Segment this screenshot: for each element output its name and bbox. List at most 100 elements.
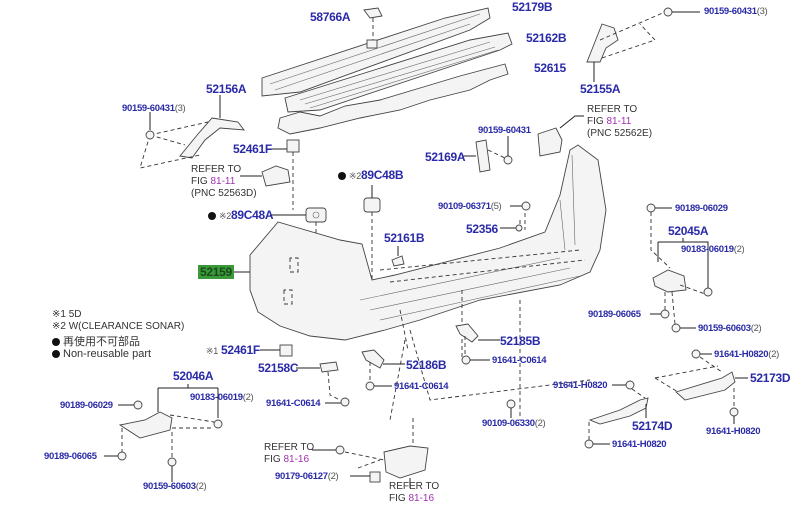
label-52461f-bottom[interactable]: ※1 52461F [206, 343, 260, 357]
part-number: 91641-H0820 [714, 349, 769, 360]
pnc-line: (PNC 52563D) [191, 188, 257, 199]
label-91641-c0614-c[interactable]: 91641-C0614 [266, 398, 321, 409]
label-90159-60431-mid[interactable]: 90159-60431 [478, 125, 531, 136]
label-90189-06065-left[interactable]: 90189-06065 [44, 451, 97, 462]
label-52156a[interactable]: 52156A [206, 82, 247, 96]
fig-line[interactable]: FIG 81-11 [191, 176, 257, 188]
label-52173d[interactable]: 52173D [750, 371, 791, 385]
part-52046a[interactable] [104, 384, 223, 482]
label-58766a[interactable]: 58766A [310, 10, 351, 24]
part-sensor-bracket-right[interactable] [537, 115, 584, 157]
part-number: 52461F [221, 343, 260, 357]
note-mark: ※2 [219, 211, 231, 221]
part-number: 90159-60603 [698, 323, 751, 334]
label-52356[interactable]: 52356 [466, 222, 498, 236]
part-sensor-bracket-left[interactable] [240, 165, 291, 187]
part-number: 90183-06019 [681, 244, 734, 255]
label-52162b[interactable]: 52162B [526, 31, 567, 45]
refer-line: REFER TO [587, 104, 638, 115]
quantity: (5) [490, 201, 502, 212]
label-90183-06019-left[interactable]: 90183-06019(2) [190, 392, 254, 403]
part-52186b[interactable] [361, 349, 405, 391]
label-52045a[interactable]: 52045A [668, 224, 709, 238]
label-91641-c0614-b[interactable]: 91641-C0614 [394, 381, 449, 392]
part-90109-06371[interactable] [500, 201, 531, 232]
label-52615[interactable]: 52615 [534, 61, 566, 75]
label-90179-06127[interactable]: 90179-06127(2) [275, 471, 339, 482]
part-52461f-top[interactable] [268, 139, 300, 210]
label-90159-60603-left[interactable]: 90159-60603(2) [143, 481, 207, 492]
label-52185b[interactable]: 52185B [500, 334, 541, 348]
label-90159-60431-left[interactable]: 90159-60431(3) [122, 103, 186, 114]
part-52174d[interactable] [584, 380, 649, 449]
part-52169a[interactable] [462, 136, 513, 173]
label-52174d[interactable]: 52174D [632, 419, 673, 433]
label-91641-h0820-a[interactable]: 91641-H0820(2) [714, 349, 779, 360]
label-52179b[interactable]: 52179B [512, 0, 553, 14]
fig-prefix: FIG [264, 454, 284, 465]
part-52162b[interactable] [284, 32, 513, 113]
part-52161b[interactable] [391, 246, 405, 267]
part-52156a[interactable] [139, 95, 245, 169]
fig-link[interactable]: 81-16 [283, 454, 310, 465]
quantity: (2) [768, 349, 779, 360]
fig-link[interactable]: 81-16 [408, 493, 435, 504]
note-mark: ※2 [349, 171, 361, 181]
label-90189-06065-right[interactable]: 90189-06065 [588, 309, 641, 320]
part-52185b[interactable] [455, 323, 516, 418]
quantity: (2) [242, 392, 254, 403]
part-52461f-bottom[interactable] [260, 344, 293, 357]
pnc-line: (PNC 52562E) [587, 128, 653, 139]
part-52179b[interactable] [261, 7, 491, 97]
part-number: 90183-06019 [190, 392, 243, 403]
refer-line: REFER TO [264, 442, 315, 453]
part-52615[interactable] [277, 63, 509, 135]
label-91641-h0820-c[interactable]: 91641-H0820 [706, 426, 761, 437]
fig-line[interactable]: FIG 81-11 [587, 116, 652, 128]
part-52159-bumper-cover[interactable] [228, 144, 607, 341]
fig-link[interactable]: 81-11 [210, 176, 236, 187]
label-89c48b[interactable]: ※289C48B [338, 168, 403, 182]
label-52186b[interactable]: 52186B [406, 358, 447, 372]
label-90159-60431-top[interactable]: 90159-60431(3) [704, 6, 768, 17]
label-91641-c0614-a[interactable]: 91641-C0614 [492, 355, 547, 366]
fig-line[interactable]: FIG 81-16 [389, 493, 439, 505]
label-89c48a[interactable]: ※289C48A [208, 208, 273, 222]
label-52159[interactable]: 52159 [198, 265, 234, 279]
label-52046a[interactable]: 52046A [173, 369, 214, 383]
label-90109-06330[interactable]: 90109-06330(2) [482, 418, 546, 429]
label-90189-06029-right[interactable]: 90189-06029 [675, 203, 728, 214]
label-90109-06371[interactable]: 90109-06371(5) [438, 201, 502, 212]
part-58766a[interactable] [363, 7, 383, 49]
label-90159-60603-right[interactable]: 90159-60603(2) [698, 323, 762, 334]
label-52169a[interactable]: 52169A [425, 150, 466, 164]
quantity: (2) [733, 244, 745, 255]
label-52161b[interactable]: 52161B [384, 231, 425, 245]
label-52461f-top[interactable]: 52461F [233, 142, 272, 156]
label-90183-06019-right[interactable]: 90183-06019(2) [681, 244, 745, 255]
fig-line[interactable]: FIG 81-16 [264, 454, 314, 466]
part-number: 90179-06127 [275, 471, 328, 482]
refer-line: REFER TO [191, 164, 242, 175]
part-rear-fog-lamp[interactable] [312, 418, 429, 488]
label-52158c[interactable]: 52158C [258, 361, 299, 375]
label-91641-h0820-d[interactable]: 91641-H0820 [612, 439, 667, 450]
part-52045a[interactable] [646, 203, 713, 333]
part-number: 90159-60603 [143, 481, 196, 492]
fig-prefix: FIG [389, 493, 409, 504]
part-52155a[interactable] [586, 7, 700, 82]
part-number: 90159-60431 [122, 103, 175, 114]
non-reusable-dot-icon [338, 172, 346, 180]
legend-note-1: ※1 5D [52, 309, 82, 320]
fig-link[interactable]: 81-11 [606, 116, 632, 127]
label-52155a[interactable]: 52155A [580, 82, 621, 96]
label-90189-06029-left[interactable]: 90189-06029 [60, 400, 113, 411]
part-52173d[interactable] [654, 349, 748, 424]
refer-note-52562e: REFER TO FIG 81-11 (PNC 52562E) [587, 104, 652, 140]
refer-line: REFER TO [389, 481, 440, 492]
label-91641-h0820-b[interactable]: 91641-H0820 [553, 380, 608, 391]
part-52158c[interactable] [296, 361, 350, 407]
legend-en-text: Non-reusable part [63, 348, 152, 360]
legend-nonreusable-jp: 再使用不可部品 [52, 336, 184, 348]
